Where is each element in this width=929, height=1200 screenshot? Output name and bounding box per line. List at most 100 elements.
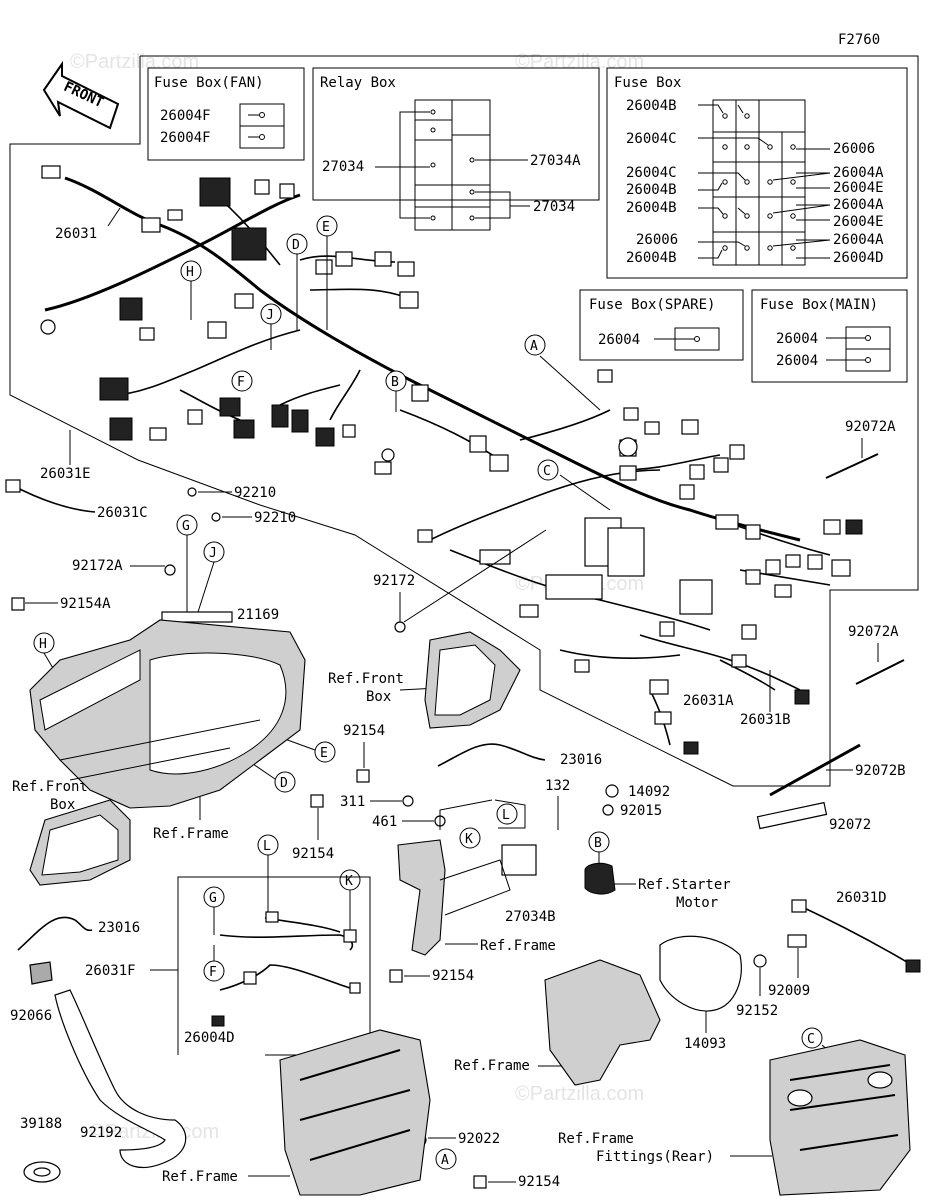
harness-group-outline: [9, 55, 919, 787]
svg-text:J: J: [266, 308, 274, 323]
callout-f: F: [231, 370, 253, 392]
svg-text:E: E: [320, 746, 328, 761]
svg-text:G: G: [209, 891, 217, 906]
fuse-box-slots: [722, 113, 796, 251]
relay-label-27034: 27034: [322, 159, 364, 175]
fuse-label-26004a-3: 26004A: [833, 232, 884, 248]
ref-frame-3: Ref.Frame: [454, 1058, 530, 1074]
fuse-fan-label-2: 26004F: [160, 130, 211, 146]
ref-front-box-2: Ref.Front: [12, 779, 88, 795]
label-92152: 92152: [736, 1003, 778, 1019]
label-92154a: 92154A: [60, 596, 111, 612]
fuse-spare-label: 26004: [598, 332, 640, 348]
fuse-box-spare: Fuse Box(SPARE) 26004: [579, 289, 744, 361]
svg-text:J: J: [209, 546, 217, 561]
callout-k: K: [459, 827, 481, 849]
label-92172: 92172: [373, 573, 415, 589]
fuse-main-label-1: 26004: [776, 331, 818, 347]
fuse-label-26004e-2: 26004E: [833, 214, 884, 230]
label-92154-1: 92154: [343, 723, 385, 739]
part-labels: 26031 26031E 26031C 92210 92210 92172A 9…: [5, 207, 921, 1190]
svg-text:F: F: [237, 375, 245, 390]
label-92172a: 92172A: [72, 558, 123, 574]
fuse-label-26004c-2: 26004C: [626, 165, 677, 181]
label-92072: 92072: [829, 817, 871, 833]
svg-text:H: H: [186, 265, 194, 280]
fuse-box: Fuse Box 26004B 26004C 26006 26004C 2600…: [606, 67, 908, 279]
fuse-fan-label-1: 26004F: [160, 108, 211, 124]
ref-frame-2: Ref.Frame: [480, 938, 556, 954]
label-461: 461: [372, 814, 397, 830]
svg-text:G: G: [182, 519, 190, 534]
svg-text:L: L: [263, 839, 271, 854]
label-92154-3: 92154: [432, 968, 474, 984]
svg-text:B: B: [594, 836, 602, 851]
ref-frame-1: Ref.Frame: [153, 826, 229, 842]
watermark: ©Partzilla.com: [515, 1083, 644, 1105]
callout-d: D: [286, 233, 308, 255]
label-26031c: 26031C: [97, 505, 148, 521]
svg-text:K: K: [345, 874, 353, 889]
callout-g-small: G: [176, 514, 198, 536]
svg-text:A: A: [530, 339, 538, 354]
svg-text:K: K: [465, 832, 473, 847]
ref-front-box-2b: Box: [50, 797, 75, 813]
label-21169: 21169: [237, 607, 279, 623]
relay-label-27034a: 27034A: [530, 153, 581, 169]
callout-letters: A B C D E F H J G J H E D L K B L K G F …: [33, 215, 851, 1170]
ref-starter-motor-2: Motor: [676, 895, 718, 911]
label-14092: 14092: [628, 784, 670, 800]
fuse-label-26004e-1: 26004E: [833, 180, 884, 196]
fuse-main-label-2: 26004: [776, 353, 818, 369]
svg-text:C: C: [543, 464, 551, 479]
callout-h: H: [180, 260, 202, 282]
label-39188: 39188: [20, 1116, 62, 1132]
label-92072b: 92072B: [855, 763, 906, 779]
ref-fittings-rear: Fittings(Rear): [596, 1149, 714, 1165]
ref-frame-5: Ref.Frame: [558, 1131, 634, 1147]
callout-a-2: A: [435, 1148, 457, 1170]
label-92066: 92066: [10, 1008, 52, 1024]
svg-text:D: D: [292, 238, 300, 253]
svg-text:C: C: [807, 1032, 815, 1047]
label-92210-1: 92210: [234, 485, 276, 501]
label-92072a-2: 92072A: [848, 624, 899, 640]
reference-labels: Ref.Front Box Ref.Front Box Ref.Frame Re…: [12, 671, 772, 1185]
label-92015: 92015: [620, 803, 662, 819]
frame-drawings: [29, 619, 911, 1196]
svg-text:E: E: [322, 220, 330, 235]
svg-text:A: A: [441, 1153, 449, 1168]
label-26031a: 26031A: [683, 693, 734, 709]
label-26031b: 26031B: [740, 712, 791, 728]
watermark: ©Partzilla.com: [515, 51, 644, 73]
callout-b: B: [385, 370, 407, 392]
label-92022: 92022: [458, 1131, 500, 1147]
watermark: ©Partzilla.com: [70, 51, 199, 73]
svg-text:B: B: [391, 375, 399, 390]
ref-front-box-1b: Box: [366, 689, 391, 705]
label-27034b: 27034B: [505, 909, 556, 925]
label-14093: 14093: [684, 1036, 726, 1052]
sub-harness-26031f: [219, 911, 361, 994]
fuse-box-fan-title: Fuse Box(FAN): [154, 75, 264, 91]
fuse-label-26006-1: 26006: [833, 141, 875, 157]
fuse-box-main-title: Fuse Box(MAIN): [760, 297, 878, 313]
fuse-label-26004b-1: 26004B: [626, 98, 677, 114]
svg-text:F: F: [209, 965, 217, 980]
fuse-label-26004b-4: 26004B: [626, 250, 677, 266]
fuse-box-spare-title: Fuse Box(SPARE): [589, 297, 715, 313]
callout-f-2: F: [203, 960, 225, 982]
fuse-label-26004a-1: 26004A: [833, 165, 884, 181]
fuse-label-26004a-2: 26004A: [833, 197, 884, 213]
callout-l-2: L: [257, 834, 279, 856]
label-92009: 92009: [768, 983, 810, 999]
label-26031e: 26031E: [40, 466, 91, 482]
label-26031: 26031: [55, 226, 97, 242]
callout-g-2: G: [203, 886, 225, 908]
callout-h-2: H: [33, 632, 55, 654]
callout-a: A: [524, 334, 546, 356]
callout-d-2: D: [274, 771, 296, 793]
label-92210-2: 92210: [254, 510, 296, 526]
ref-starter-motor-1: Ref.Starter: [638, 877, 731, 893]
